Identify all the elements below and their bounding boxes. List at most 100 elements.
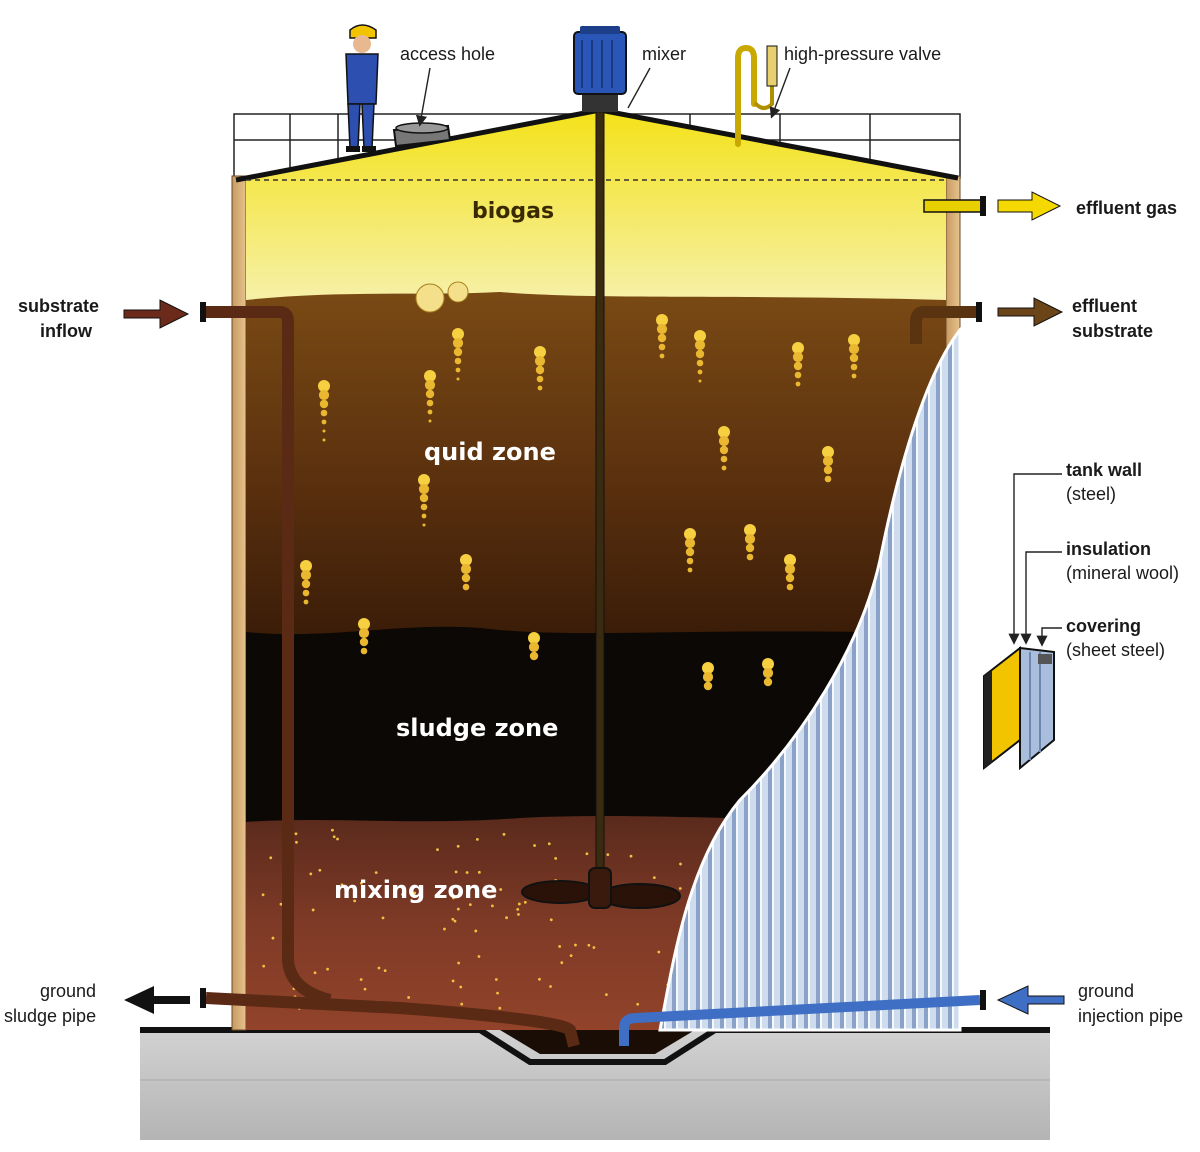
- sediment-particle: [477, 870, 481, 874]
- gas-bubble: [300, 569, 312, 581]
- gas-bubble: [418, 474, 430, 486]
- gas-bubble: [794, 371, 802, 379]
- ground-foundation: [140, 1027, 1050, 1140]
- sediment-particle: [311, 908, 315, 912]
- sediment-particle: [629, 854, 633, 858]
- gas-bubble: [425, 389, 435, 399]
- sediment-particle: [460, 1002, 464, 1006]
- covering-sublabel: (sheet steel): [1066, 640, 1165, 660]
- gas-bubble: [762, 667, 774, 679]
- mixer-assembly: [521, 111, 681, 909]
- sediment-particle: [381, 916, 385, 920]
- gas-outlet-pipe: [923, 196, 986, 216]
- gas-bubble: [452, 337, 464, 349]
- substrate-inflow-arrow: [123, 299, 190, 329]
- gas-bubble: [456, 377, 460, 381]
- gas-bubble: [848, 343, 860, 355]
- ground-injection-flange: [980, 990, 986, 1010]
- sediment-particle: [549, 918, 553, 922]
- sediment-particle: [679, 862, 682, 866]
- sediment-particle: [377, 966, 381, 970]
- sediment-particle: [657, 950, 661, 954]
- ground-sludge-label-line1: ground: [40, 981, 96, 1001]
- gas-bubble: [822, 455, 834, 467]
- gas-bubble: [359, 637, 369, 647]
- mixer-motor: [573, 26, 627, 112]
- gas-bubble: [421, 513, 427, 519]
- sediment-particle: [505, 916, 508, 920]
- sediment-particle: [490, 904, 494, 908]
- gas-bubble: [322, 429, 326, 433]
- sediment-particle: [376, 893, 380, 897]
- sediment-particle: [587, 943, 591, 947]
- sediment-particle: [496, 991, 499, 995]
- high-pressure-valve: [735, 44, 778, 147]
- gas-bubble: [528, 632, 540, 644]
- sediment-particle: [262, 964, 266, 968]
- sediment-particle: [459, 985, 463, 989]
- liquid-zone-label: quid zone: [424, 438, 556, 466]
- biogas-zone-label: biogas: [472, 199, 554, 224]
- sediment-particle: [261, 893, 265, 897]
- effluent-substrate-label-line2: substrate: [1072, 321, 1153, 341]
- gas-bubble: [687, 567, 693, 573]
- sediment-particle: [475, 837, 479, 841]
- gas-bubble: [535, 365, 545, 375]
- gas-bubble: [792, 351, 804, 363]
- sediment-particle: [401, 892, 404, 896]
- gas-bubble: [321, 419, 327, 425]
- sediment-particle: [517, 913, 520, 916]
- gas-bubble: [702, 662, 714, 674]
- gas-bubble: [823, 465, 833, 475]
- sediment-particle: [523, 900, 527, 904]
- gas-bubble: [318, 389, 330, 401]
- gas-bubble: [657, 333, 667, 343]
- gas-bubble: [784, 554, 796, 566]
- gas-bubble: [658, 343, 666, 351]
- gas-bubble: [303, 599, 309, 605]
- gas-bubble: [534, 355, 546, 367]
- gas-bubble: [536, 375, 544, 383]
- gas-bubble: [358, 627, 370, 639]
- sediment-particle: [363, 987, 367, 991]
- gas-bubble: [320, 409, 328, 417]
- sediment-particle: [517, 902, 521, 906]
- sediment-particle: [436, 848, 439, 852]
- gas-bubble: [822, 446, 834, 458]
- gas-bubble: [656, 314, 668, 326]
- sediment-particle: [407, 996, 411, 999]
- sediment-particle: [269, 856, 273, 860]
- covering-label: covering: [1066, 616, 1141, 636]
- sediment-particle: [353, 899, 357, 903]
- sediment-particle: [295, 840, 298, 844]
- sediment-particle: [453, 919, 457, 923]
- sediment-particle: [574, 943, 577, 947]
- gas-bubble: [301, 579, 311, 589]
- gas-bubble: [426, 399, 434, 407]
- gas-bubble: [424, 379, 436, 391]
- gas-bubble: [763, 677, 773, 687]
- sediment-particle: [474, 929, 478, 933]
- effluent-substrate-flange: [976, 302, 982, 322]
- sediment-particle: [318, 868, 322, 872]
- gas-bubble: [795, 381, 801, 387]
- gas-bubble: [360, 647, 368, 655]
- gas-bubble: [358, 618, 370, 630]
- gas-bubble: [537, 385, 543, 391]
- sediment-particle: [451, 896, 455, 900]
- effluent-substrate-arrow: [997, 297, 1064, 327]
- sediment-particle: [678, 887, 682, 890]
- sediment-particle: [652, 876, 656, 880]
- ground-sludge-pipe: [205, 992, 580, 1048]
- gas-bubble: [318, 380, 330, 392]
- insulation-sublabel: (mineral wool): [1066, 563, 1179, 583]
- ground-sludge-flange: [200, 988, 206, 1008]
- gas-bubble: [460, 563, 472, 575]
- sediment-particle: [456, 844, 460, 848]
- effluent-substrate-label-line1: effluent: [1072, 296, 1137, 316]
- sediment-particle: [457, 961, 461, 965]
- gas-bubble: [460, 554, 472, 566]
- gas-bubble: [528, 641, 540, 653]
- gas-bubble: [422, 523, 426, 527]
